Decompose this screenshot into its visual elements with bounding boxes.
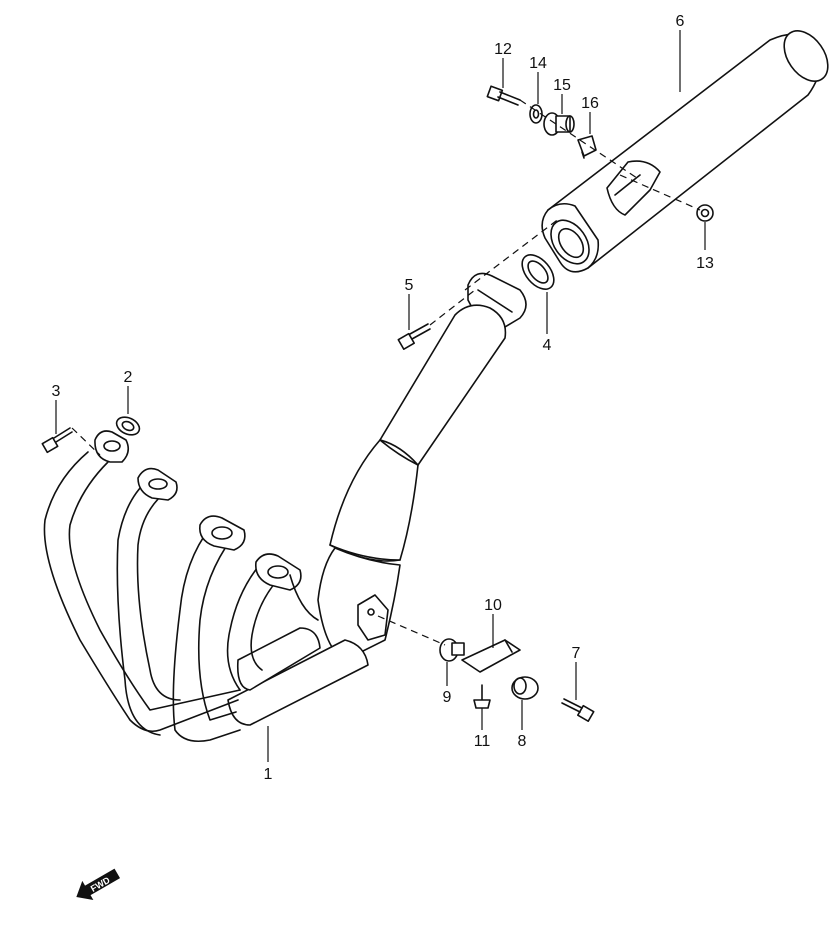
callout-14: 14 bbox=[529, 55, 547, 72]
flange-gasket bbox=[115, 416, 141, 436]
assembly-line-clamp-bolt bbox=[429, 289, 476, 326]
callout-4: 4 bbox=[543, 337, 552, 354]
muffler-bracket bbox=[461, 639, 521, 673]
bushing bbox=[439, 638, 465, 662]
flange-bolt bbox=[41, 427, 73, 454]
bracket-screw bbox=[473, 684, 491, 709]
callout-12: 12 bbox=[494, 41, 512, 58]
callout-1: 1 bbox=[264, 766, 273, 783]
bracket-bolt bbox=[561, 698, 595, 722]
gasket-ring bbox=[521, 254, 555, 290]
callout-13: 13 bbox=[696, 255, 714, 272]
assembly-line-muffler-pipe bbox=[464, 217, 561, 291]
rubber-mount bbox=[511, 676, 539, 700]
callout-16: 16 bbox=[581, 95, 599, 112]
muffler bbox=[541, 30, 829, 273]
assembly-line-flange-bolt bbox=[71, 427, 101, 456]
muffler-nut bbox=[696, 204, 714, 222]
exhaust-pipe-assembly bbox=[227, 272, 527, 726]
muffler-mount-bolt bbox=[486, 85, 521, 106]
callout-7: 7 bbox=[572, 645, 581, 662]
callout-11: 11 bbox=[474, 733, 491, 750]
collar bbox=[577, 135, 597, 159]
callout-3: 3 bbox=[52, 383, 61, 400]
fwd-arrow-icon: FWD bbox=[76, 868, 121, 900]
rubber-cushion bbox=[543, 112, 575, 136]
callout-2: 2 bbox=[124, 369, 133, 386]
assembly-line-bracket bbox=[377, 615, 446, 646]
pipe-clamp-bolt bbox=[397, 323, 431, 350]
callout-5: 5 bbox=[405, 277, 414, 294]
assembly-line-nut bbox=[619, 174, 701, 211]
callout-6: 6 bbox=[676, 13, 685, 30]
callout-8: 8 bbox=[518, 733, 527, 750]
assembly-line-bolt-muffler bbox=[519, 99, 641, 181]
callout-9: 9 bbox=[443, 689, 452, 706]
header-pipes bbox=[43, 430, 319, 743]
callout-10: 10 bbox=[484, 597, 502, 614]
callout-15: 15 bbox=[553, 77, 571, 94]
